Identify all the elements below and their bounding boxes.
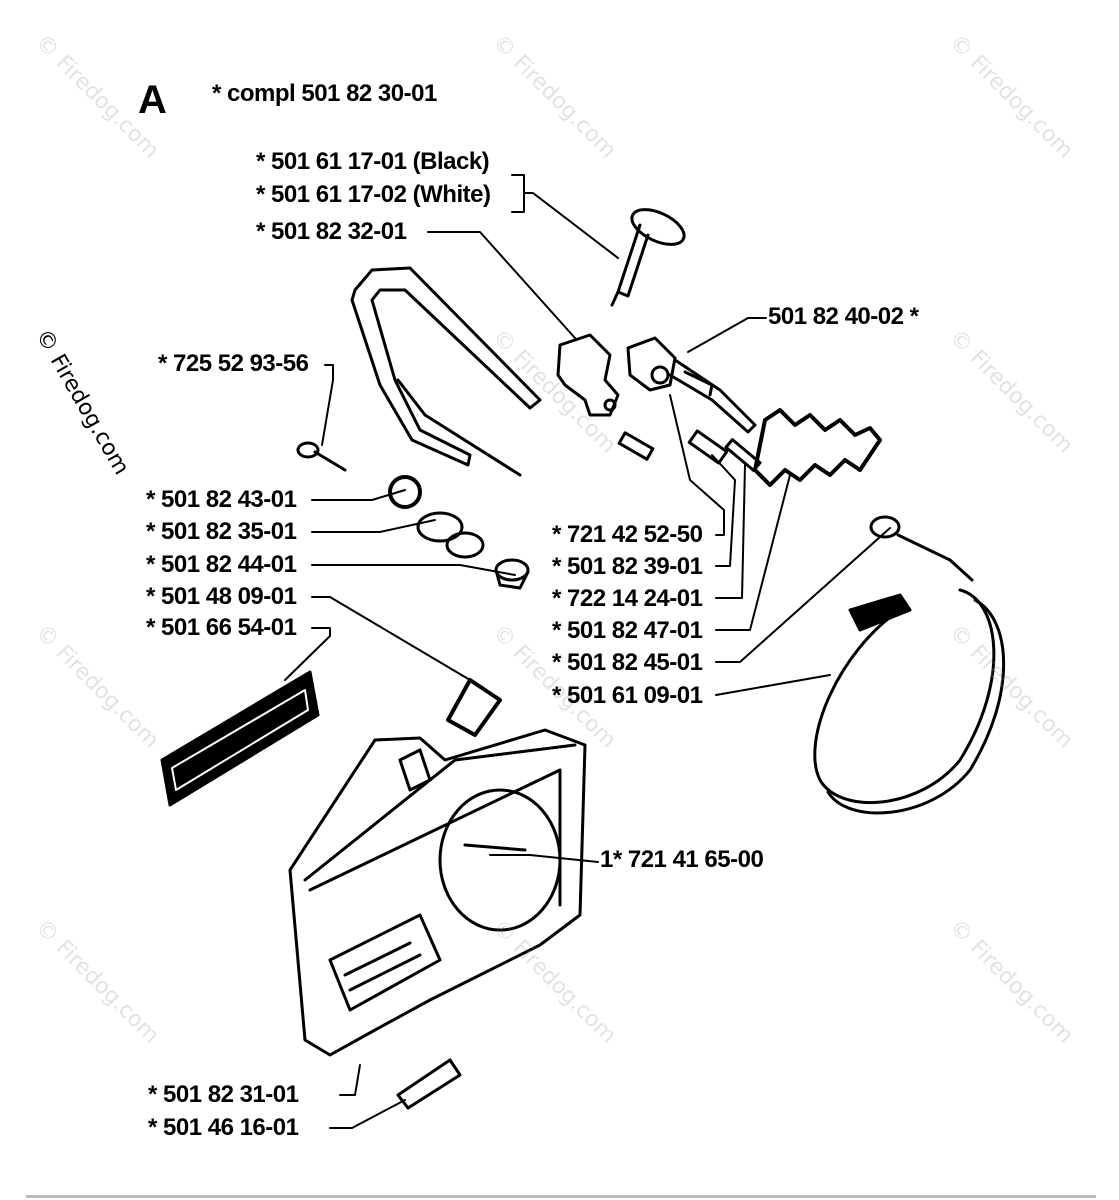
bushing-part [494, 558, 530, 590]
decal-part [160, 670, 320, 807]
section-letter: A [138, 78, 167, 122]
threaded-pin-part [446, 678, 502, 737]
clutch-cover-part [288, 728, 587, 1057]
pin-part [617, 431, 655, 461]
washer-ring-part [416, 511, 464, 543]
part-label: * 721 42 52-50 [552, 521, 703, 548]
guide-part [396, 1058, 462, 1110]
cable-part [896, 533, 974, 582]
part-label: * 501 61 09-01 [552, 682, 703, 709]
gear-part [388, 475, 422, 509]
part-label: * compl 501 82 30-01 [212, 80, 437, 107]
pin-part-2 [687, 429, 729, 465]
part-label: * 501 61 17-02 (White) [256, 181, 491, 208]
part-label: * 501 61 17-01 (Black) [256, 148, 490, 175]
part-label: * 722 14 24-01 [552, 585, 703, 612]
part-label: * 501 46 16-01 [148, 1114, 299, 1141]
brake-lever-part [556, 333, 757, 434]
part-label: 1* 721 41 65-00 [600, 846, 764, 873]
part-label: 501 82 40-02 * [768, 303, 919, 330]
washer-part [869, 515, 901, 539]
part-label: * 501 82 39-01 [552, 553, 703, 580]
brake-handle-part [350, 266, 542, 477]
brake-band-part [813, 588, 1006, 815]
part-label: * 501 82 35-01 [146, 518, 297, 545]
part-label: * 725 52 93-56 [158, 350, 309, 377]
part-label: * 501 82 47-01 [552, 617, 703, 644]
bottom-rule [26, 1195, 1096, 1198]
part-label: * 501 82 43-01 [146, 486, 297, 513]
leader-lines [284, 174, 891, 1129]
part-label: * 501 82 45-01 [552, 649, 703, 676]
part-label: * 501 82 44-01 [146, 551, 297, 578]
spring-part [753, 408, 882, 487]
part-label: * 501 48 09-01 [146, 583, 297, 610]
screw-part [296, 441, 347, 472]
washer-ring-part-2 [445, 531, 485, 559]
part-label: * 501 82 31-01 [148, 1081, 299, 1108]
part-label: * 501 82 32-01 [256, 218, 407, 245]
part-label: * 501 66 54-01 [146, 614, 297, 641]
knob-part [610, 208, 686, 307]
